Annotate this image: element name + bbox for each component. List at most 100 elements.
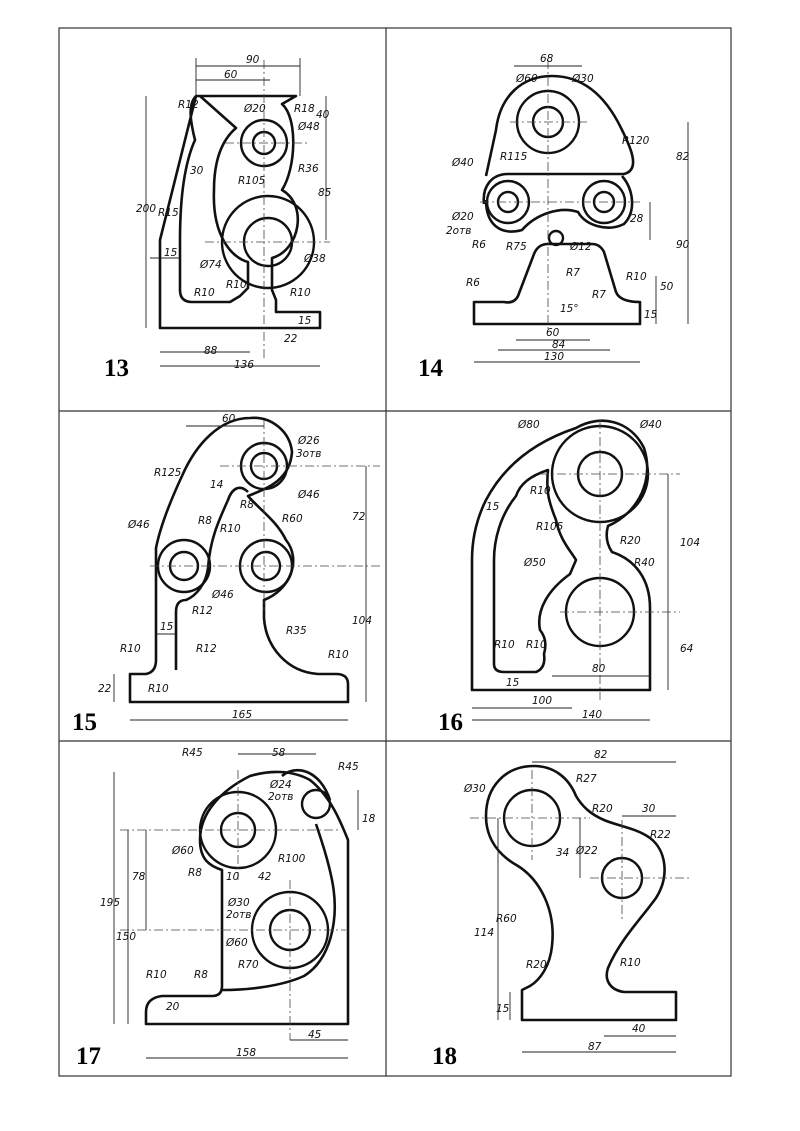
part-14-outline <box>472 74 642 326</box>
label-13-10: 85 <box>318 187 332 199</box>
label-13-13: 15 <box>164 247 178 259</box>
part-13-outline <box>158 94 322 330</box>
label-16-1: Ø40 <box>639 419 662 431</box>
label-14-1: Ø60 <box>515 73 538 85</box>
label-16-8: R40 <box>634 557 655 569</box>
label-16-11: 15 <box>506 677 520 689</box>
label-16-2: R10 <box>530 485 551 497</box>
label-18-6: 34 <box>556 847 569 859</box>
label-15-15: R35 <box>286 625 307 637</box>
label-18-11: R10 <box>620 957 641 969</box>
label-15-17: R10 <box>120 643 141 655</box>
label-13-1: 60 <box>224 69 238 81</box>
label-15-21: 22 <box>98 683 112 695</box>
label-17-10: R8 <box>188 867 202 879</box>
label-15-16: 104 <box>352 615 372 627</box>
label-16-5: R20 <box>620 535 641 547</box>
label-18-0: 82 <box>594 749 608 761</box>
label-17-21: 45 <box>308 1029 322 1041</box>
label-15-5: R8 <box>240 499 254 511</box>
part-17-outline <box>144 770 350 1026</box>
label-18-5: R22 <box>650 829 671 841</box>
panel-17: R45 58 Ø24 2отв R45 18 195 150 78 Ø60 R8… <box>76 747 376 1070</box>
label-17-22: 158 <box>236 1047 256 1059</box>
label-16-0: Ø80 <box>517 419 540 431</box>
label-14-18: R7 <box>592 289 606 301</box>
label-14-12: Ø12 <box>569 241 592 253</box>
label-17-7: 150 <box>116 931 136 943</box>
hole-14-small <box>547 229 565 247</box>
label-14-14: 90 <box>676 239 690 251</box>
label-18-9: R60 <box>496 913 517 925</box>
label-17-11: 10 <box>226 871 240 883</box>
label-14-22: 84 <box>552 339 565 351</box>
label-14-13: R7 <box>566 267 580 279</box>
panel-number-18: 18 <box>432 1043 457 1070</box>
label-13-15: Ø38 <box>303 253 326 265</box>
label-13-0: 90 <box>246 54 260 66</box>
label-16-7: Ø50 <box>523 557 546 569</box>
label-15-10: 72 <box>352 511 366 523</box>
label-14-0: 68 <box>540 53 554 65</box>
label-13-8: 30 <box>190 165 204 177</box>
label-15-4: 14 <box>210 479 223 491</box>
label-15-12: Ø46 <box>211 589 234 601</box>
label-17-12: 42 <box>258 871 272 883</box>
label-17-4: R45 <box>338 761 359 773</box>
label-17-17: R70 <box>238 959 259 971</box>
label-14-6: Ø40 <box>451 157 474 169</box>
label-18-1: Ø30 <box>463 783 486 795</box>
label-14-23: 130 <box>544 351 564 363</box>
label-13-5: Ø48 <box>297 121 320 133</box>
label-13-2: R12 <box>178 99 199 111</box>
label-17-2: Ø24 <box>269 779 292 791</box>
label-13-6: 40 <box>316 109 330 121</box>
label-18-12: 15 <box>496 1003 510 1015</box>
label-16-9: R10 <box>494 639 515 651</box>
panel-number-15: 15 <box>72 709 97 736</box>
label-14-3: R120 <box>622 135 650 147</box>
label-13-12: R15 <box>158 207 179 219</box>
label-14-10: R6 <box>472 239 486 251</box>
panel-15: 60 Ø26 3отв R125 14 R8 Ø46 R8 R10 R60 72… <box>72 413 380 736</box>
label-14-15: R6 <box>466 277 480 289</box>
label-13-14: Ø74 <box>199 259 222 271</box>
label-13-19: 15 <box>298 315 312 327</box>
label-16-14: 100 <box>532 695 552 707</box>
label-14-5: 82 <box>676 151 690 163</box>
label-18-8: 114 <box>474 927 494 939</box>
part-15-inner <box>174 486 249 670</box>
part-14-band <box>484 175 634 233</box>
label-13-18: R10 <box>290 287 311 299</box>
label-17-13: R100 <box>278 853 306 865</box>
label-15-8: R10 <box>220 523 241 535</box>
panel-18: 82 Ø30 R27 R20 30 R22 34 Ø22 114 R60 R20… <box>432 749 690 1070</box>
label-15-20: R10 <box>148 683 169 695</box>
label-14-19: 15° <box>560 303 579 315</box>
label-15-18: R12 <box>196 643 217 655</box>
label-13-20: 22 <box>284 333 298 345</box>
label-13-3: R18 <box>294 103 315 115</box>
panel-number-16: 16 <box>438 709 463 736</box>
label-15-3: R125 <box>154 467 182 479</box>
part-16-outline <box>470 419 652 692</box>
part-15-outline <box>128 416 350 704</box>
sheet-frame <box>58 27 732 1077</box>
label-13-22: 136 <box>234 359 254 371</box>
label-17-6: 195 <box>100 897 120 909</box>
label-18-13: 40 <box>632 1023 646 1035</box>
label-16-3: 15 <box>486 501 500 513</box>
label-16-12: 80 <box>592 663 606 675</box>
label-13-4: Ø20 <box>243 103 266 115</box>
label-13-17: R10 <box>226 279 247 291</box>
panel-13: 90 60 R12 R18 Ø20 Ø48 40 R36 30 R105 85 … <box>104 54 332 382</box>
label-13-16: R10 <box>194 287 215 299</box>
label-15-1: Ø26 <box>297 435 320 447</box>
label-17-8: 78 <box>132 871 146 883</box>
label-14-8: 2отв <box>446 225 471 237</box>
panel-number-13: 13 <box>104 355 129 382</box>
label-16-10: R10 <box>526 639 547 651</box>
label-13-9: R105 <box>238 175 266 187</box>
label-14-17: 50 <box>660 281 674 293</box>
label-15-7: R8 <box>198 515 212 527</box>
